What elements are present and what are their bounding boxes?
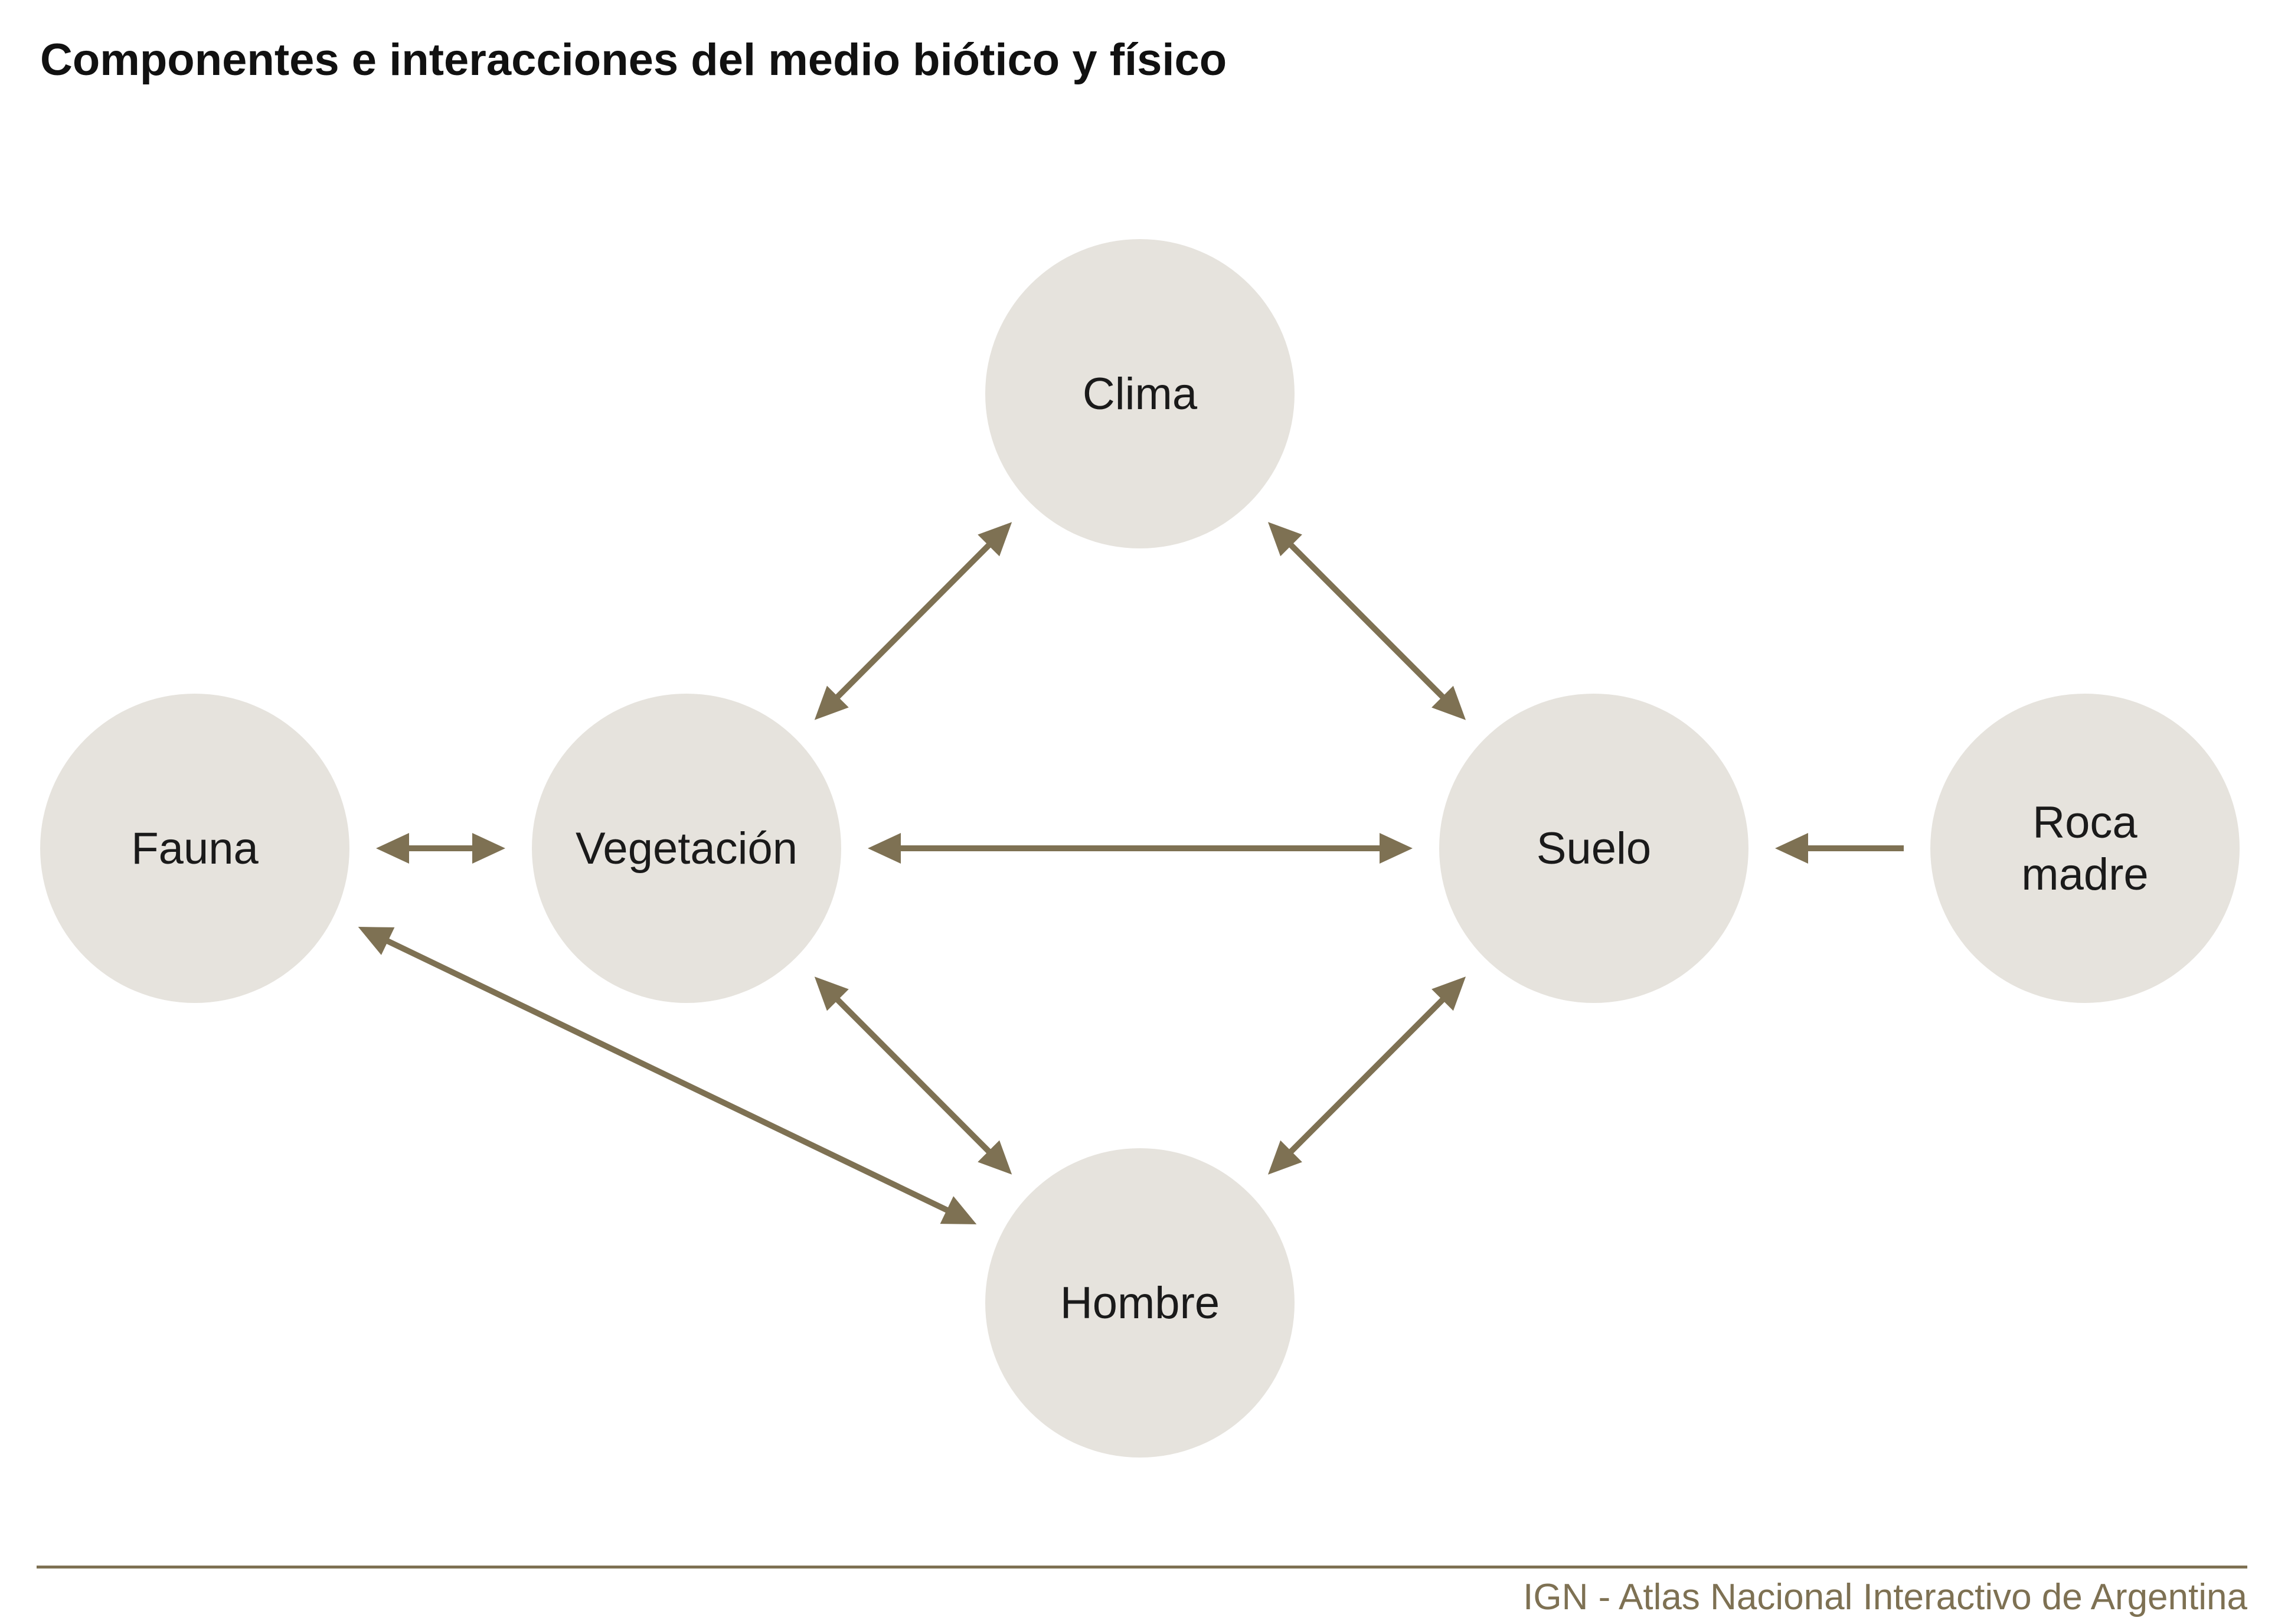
node-label: madre [2021, 849, 2148, 900]
arrow-suelo-hombre [1267, 976, 1466, 1175]
footer-credit: IGN - Atlas Nacional Interactivo de Arge… [1523, 1577, 2247, 1618]
node-circle [532, 694, 841, 1003]
arrow-roca-madre-suelo [1775, 833, 1904, 864]
node-clima: Clima [985, 239, 1295, 548]
arrow-fauna-vegetacion [376, 833, 505, 864]
node-circle [1930, 694, 2240, 1003]
arrowhead [358, 927, 395, 955]
arrowhead [1431, 976, 1466, 1011]
arrow-vegetacion-clima [814, 522, 1012, 720]
footer-divider [37, 1566, 2247, 1569]
arrowhead [1267, 522, 1302, 557]
arrows-layer [358, 522, 1904, 1224]
arrowhead [814, 685, 849, 720]
node-label: Fauna [131, 824, 259, 874]
arrowhead [376, 833, 409, 864]
node-label: Vegetación [576, 824, 798, 874]
node-circle [985, 1148, 1295, 1458]
arrowhead [940, 1196, 977, 1224]
arrowhead [868, 833, 901, 864]
arrow-vegetacion-hombre [814, 976, 1012, 1175]
diagram-title: Componentes e interacciones del medio bi… [40, 35, 1227, 85]
node-suelo: Suelo [1439, 694, 1748, 1003]
node-circle [985, 239, 1295, 548]
arrowhead [1267, 1140, 1302, 1175]
node-circle [40, 694, 349, 1003]
arrowhead [978, 1140, 1012, 1175]
node-label: Suelo [1537, 824, 1651, 874]
arrow-clima-suelo [1267, 522, 1466, 720]
node-hombre: Hombre [985, 1148, 1295, 1458]
node-label: Roca [2032, 798, 2138, 848]
arrowhead [814, 976, 849, 1011]
arrowhead [978, 522, 1012, 557]
node-fauna: Fauna [40, 694, 349, 1003]
node-circle [1439, 694, 1748, 1003]
node-vegetacion: Vegetación [532, 694, 841, 1003]
arrow-fauna-hombre [358, 927, 977, 1224]
arrowhead [472, 833, 505, 864]
arrowhead [1431, 685, 1466, 720]
node-label: Hombre [1060, 1278, 1220, 1328]
node-label: Clima [1083, 369, 1198, 419]
arrowhead [1775, 833, 1808, 864]
arrowhead [1380, 833, 1413, 864]
arrow-vegetacion-suelo [868, 833, 1413, 864]
